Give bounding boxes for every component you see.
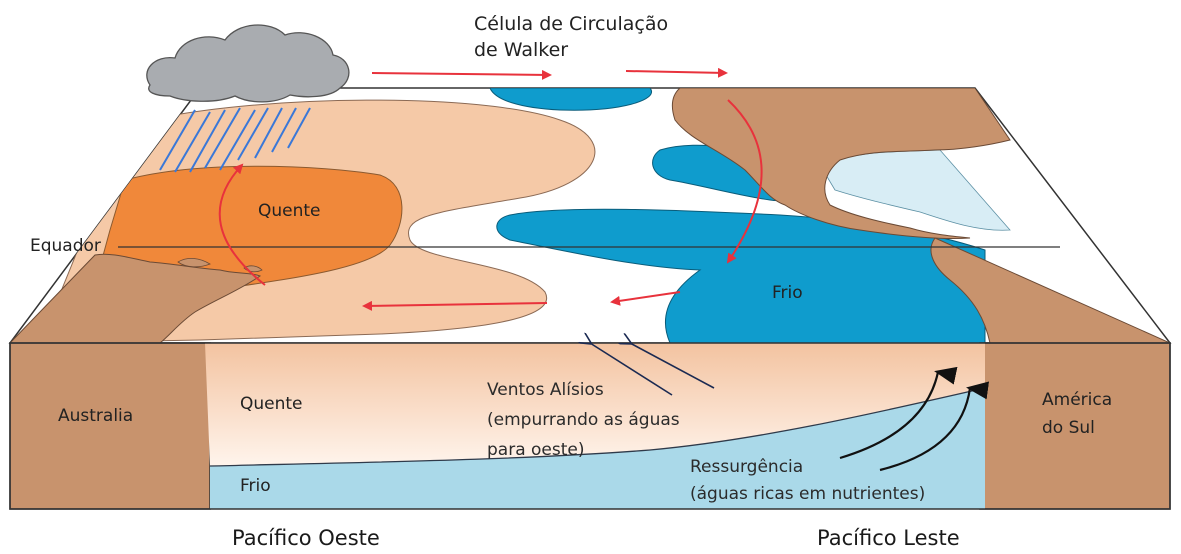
- storm-cloud: [147, 25, 349, 102]
- cold-section-label: Frio: [240, 476, 271, 496]
- australia-section: [10, 343, 210, 509]
- equator-label: Equador: [30, 236, 101, 256]
- title-line-1: Célula de Circulação: [474, 13, 668, 35]
- west-pacific-label: Pacífico Oeste: [232, 526, 380, 550]
- south-america-label-2: do Sul: [1042, 418, 1095, 438]
- upwelling-label-2: (águas ricas em nutrientes): [690, 484, 925, 504]
- walker-arrow: [372, 73, 550, 75]
- trade-winds-label-3: para oeste): [487, 440, 585, 460]
- trade-winds-label-2: (empurrando as águas: [487, 410, 680, 430]
- south-america-label-1: América: [1042, 390, 1112, 410]
- title-line-2: de Walker: [474, 39, 568, 61]
- walker-arrow: [626, 71, 726, 73]
- warm-section-label: Quente: [240, 394, 303, 414]
- upwelling-label-1: Ressurgência: [690, 457, 803, 477]
- australia-label: Australia: [58, 406, 133, 426]
- trade-winds-label-1: Ventos Alísios: [487, 380, 604, 400]
- east-pacific-label: Pacífico Leste: [817, 526, 960, 550]
- cold-surface-label: Frio: [772, 283, 803, 303]
- warm-surface-label: Quente: [258, 201, 321, 221]
